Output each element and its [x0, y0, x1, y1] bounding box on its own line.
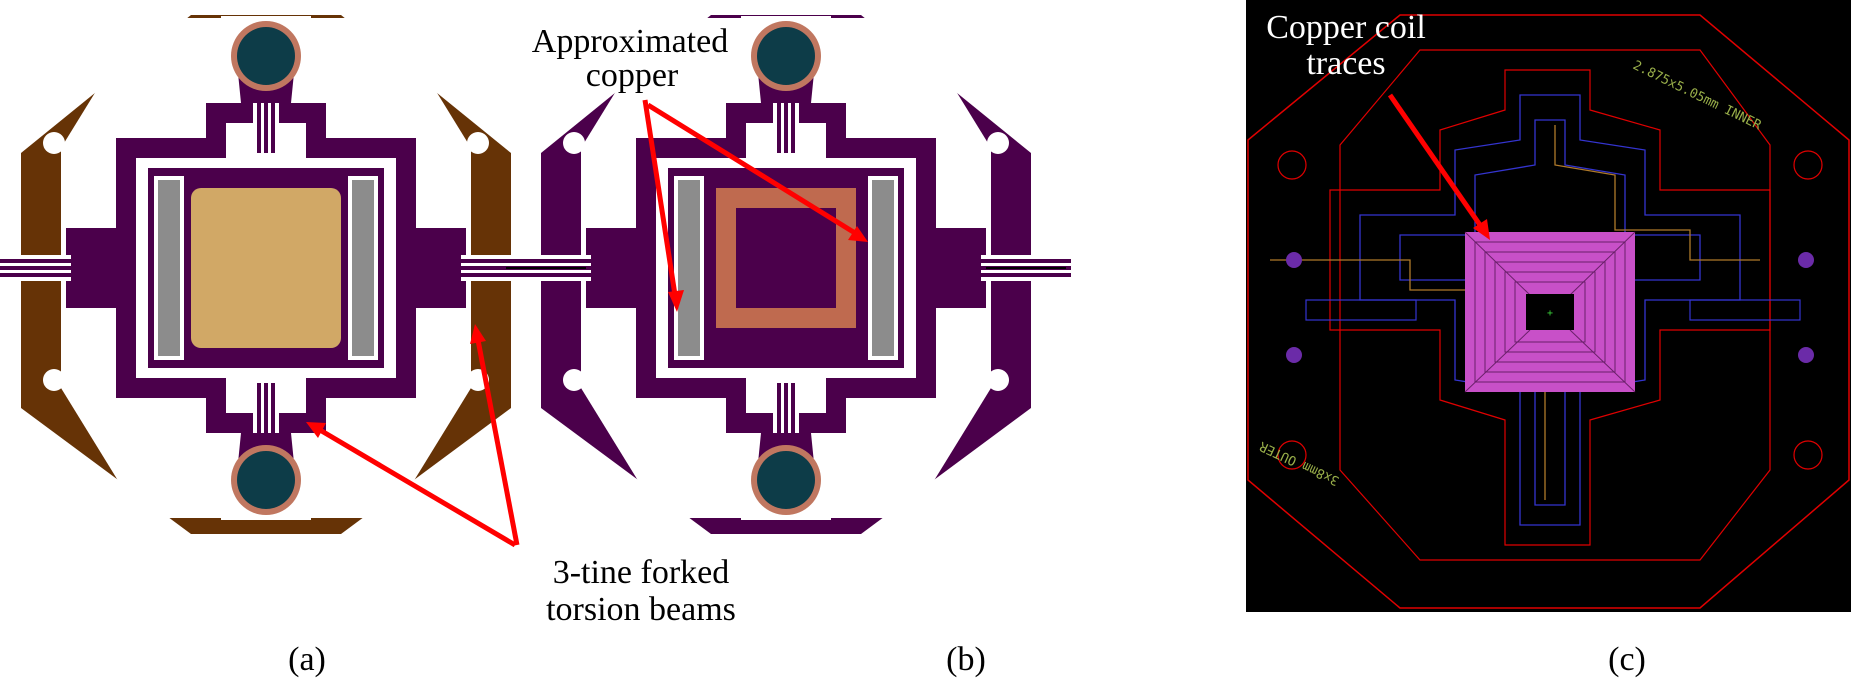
mount-hole — [43, 132, 65, 154]
caption-b: (b) — [946, 641, 986, 678]
annotation-coil-traces-line1: Copper coil — [1266, 9, 1426, 46]
pcb-outer-outline — [1247, 14, 1850, 609]
caption-c: (c) — [1608, 641, 1646, 678]
mirror-pad — [191, 188, 341, 348]
svg-text:+: + — [1547, 308, 1553, 319]
annotation-forked-beams-line1: 3-tine forked — [553, 554, 730, 591]
mount-hole — [467, 132, 489, 154]
copper-coil-traces: + — [1464, 231, 1636, 393]
annotation-coil-traces-line2: traces — [1306, 45, 1385, 82]
panel-b-diagram — [501, 15, 1071, 534]
annotation-forked-beams-line2: torsion beams — [546, 591, 736, 628]
mount-hole — [563, 369, 585, 391]
caption-a: (a) — [288, 641, 326, 678]
mount-hole — [987, 132, 1009, 154]
annotation-approximated-copper-line1: Approximated — [532, 23, 728, 60]
mount-hole — [563, 132, 585, 154]
mount-hole — [43, 369, 65, 391]
panel-c-pcb-layout: + 2.875x5.05mm INNER 3x8mm OUTER — [1246, 0, 1851, 612]
annotation-approximated-copper-line2: copper — [586, 57, 679, 94]
mount-hole — [987, 369, 1009, 391]
annotation-arrows — [306, 93, 1490, 548]
panel-a-diagram — [0, 15, 551, 534]
